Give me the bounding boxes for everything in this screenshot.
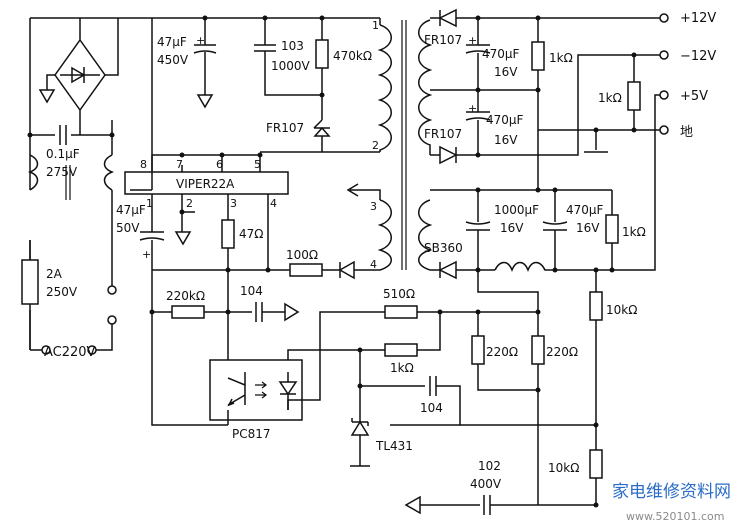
cap-470-b-value: 470μF xyxy=(486,113,524,127)
x-cap-voltage: 275V xyxy=(46,165,78,179)
cap-103-voltage: 1000V xyxy=(271,59,311,73)
diode-fr107-a-label: FR107 xyxy=(424,33,462,47)
secondary-section: +12V FR107 + 470μF 16V 1kΩ + 470μF 16V −… xyxy=(404,8,716,515)
c104-top-label: 104 xyxy=(240,284,263,298)
cap-470-c-voltage: 16V xyxy=(576,221,600,235)
r100-label: 100Ω xyxy=(286,248,318,262)
cap-470-b-voltage: 16V xyxy=(494,133,518,147)
r1k-feedback-label: 1kΩ xyxy=(390,361,414,375)
cap-470-a-value: 470μF xyxy=(482,47,520,61)
cap-1000-value: 1000μF xyxy=(494,203,539,217)
cap-470-a-voltage: 16V xyxy=(494,65,518,79)
output-plus12v: +12V xyxy=(680,11,716,26)
svg-text:+: + xyxy=(142,248,151,261)
transformer-pin4: 4 xyxy=(370,258,377,271)
r220-a-label: 220Ω xyxy=(486,345,518,359)
fuse-rating: 2A xyxy=(46,267,63,281)
ic-pin8: 8 xyxy=(140,158,147,171)
svg-text:+: + xyxy=(196,34,205,47)
transformer-pin3: 3 xyxy=(370,200,377,213)
c104-feedback-label: 104 xyxy=(420,401,443,415)
bridge-rectifier xyxy=(38,18,119,135)
ic-pin4: 4 xyxy=(270,197,277,210)
r220-b-label: 220Ω xyxy=(546,345,578,359)
viper22a-ic: VIPER22A 8 7 6 5 1 2 3 4 + 47μF 50V 47Ω … xyxy=(116,20,407,280)
ic-pin7: 7 xyxy=(176,158,183,171)
r10k-top-label: 10kΩ xyxy=(606,303,637,317)
y-cap-voltage: 400V xyxy=(470,477,502,491)
common-mode-choke xyxy=(27,135,115,262)
input-switch xyxy=(41,262,117,355)
watermark-text: 家电维修资料网 xyxy=(612,482,731,502)
vdd-cap-value: 47μF xyxy=(116,203,146,217)
output-plus5v: +5V xyxy=(680,89,708,104)
r1k-c-label: 1kΩ xyxy=(622,225,646,239)
ic-name: VIPER22A xyxy=(176,177,235,191)
primary-diode-label: FR107 xyxy=(266,121,304,135)
ic-pin5: 5 xyxy=(254,158,261,171)
svg-text:+: + xyxy=(468,102,477,115)
ic-pin1: 1 xyxy=(146,197,153,210)
feedback-section: 220kΩ 104 PC817 510Ω 1kΩ TL431 104 xyxy=(149,270,461,467)
cap-470-c-value: 470μF xyxy=(566,203,604,217)
input-cap-value: 47μF xyxy=(157,35,187,49)
tl431-label: TL431 xyxy=(375,439,413,453)
transformer-pin2: 2 xyxy=(372,139,379,152)
fuse xyxy=(21,240,39,350)
svg-text:+: + xyxy=(468,34,477,47)
diode-sb360-label: SB360 xyxy=(424,241,463,255)
primary-hv-section: + 1 2 47μF 450V 103 1000V 470kΩ FR107 xyxy=(152,15,392,153)
fuse-voltage: 250V xyxy=(46,285,78,299)
optocoupler-label: PC817 xyxy=(232,427,271,441)
vdd-cap-voltage: 50V xyxy=(116,221,140,235)
r47-label: 47Ω xyxy=(239,227,263,241)
r510-label: 510Ω xyxy=(383,287,415,301)
input-section: 0.1μF 275V 2A 250V AC220V xyxy=(21,17,153,360)
r470k-label: 470kΩ xyxy=(333,49,372,63)
output-ground: 地 xyxy=(680,125,693,140)
r10k-bot-label: 10kΩ xyxy=(548,461,579,475)
x-capacitor xyxy=(27,120,115,145)
ic-pin2: 2 xyxy=(186,197,193,210)
output-minus12v: −12V xyxy=(680,49,716,64)
x-cap-value: 0.1μF xyxy=(46,147,80,161)
watermark-url: www.520101.com xyxy=(626,510,724,523)
watermark: 家电维修资料网 www.520101.com xyxy=(612,482,731,523)
cap-103-code: 103 xyxy=(281,39,304,53)
diode-fr107-b-label: FR107 xyxy=(424,127,462,141)
r1k-a-label: 1kΩ xyxy=(549,51,573,65)
transformer-pin1: 1 xyxy=(372,19,379,32)
ic-pin3: 3 xyxy=(230,197,237,210)
input-cap-voltage: 450V xyxy=(157,53,189,67)
r220k-label: 220kΩ xyxy=(166,289,205,303)
r1k-b-label: 1kΩ xyxy=(598,91,622,105)
ic-pin6: 6 xyxy=(216,158,223,171)
y-cap-code: 102 xyxy=(478,459,501,473)
ac-input-label: AC220V xyxy=(44,345,96,360)
cap-1000-voltage: 16V xyxy=(500,221,524,235)
